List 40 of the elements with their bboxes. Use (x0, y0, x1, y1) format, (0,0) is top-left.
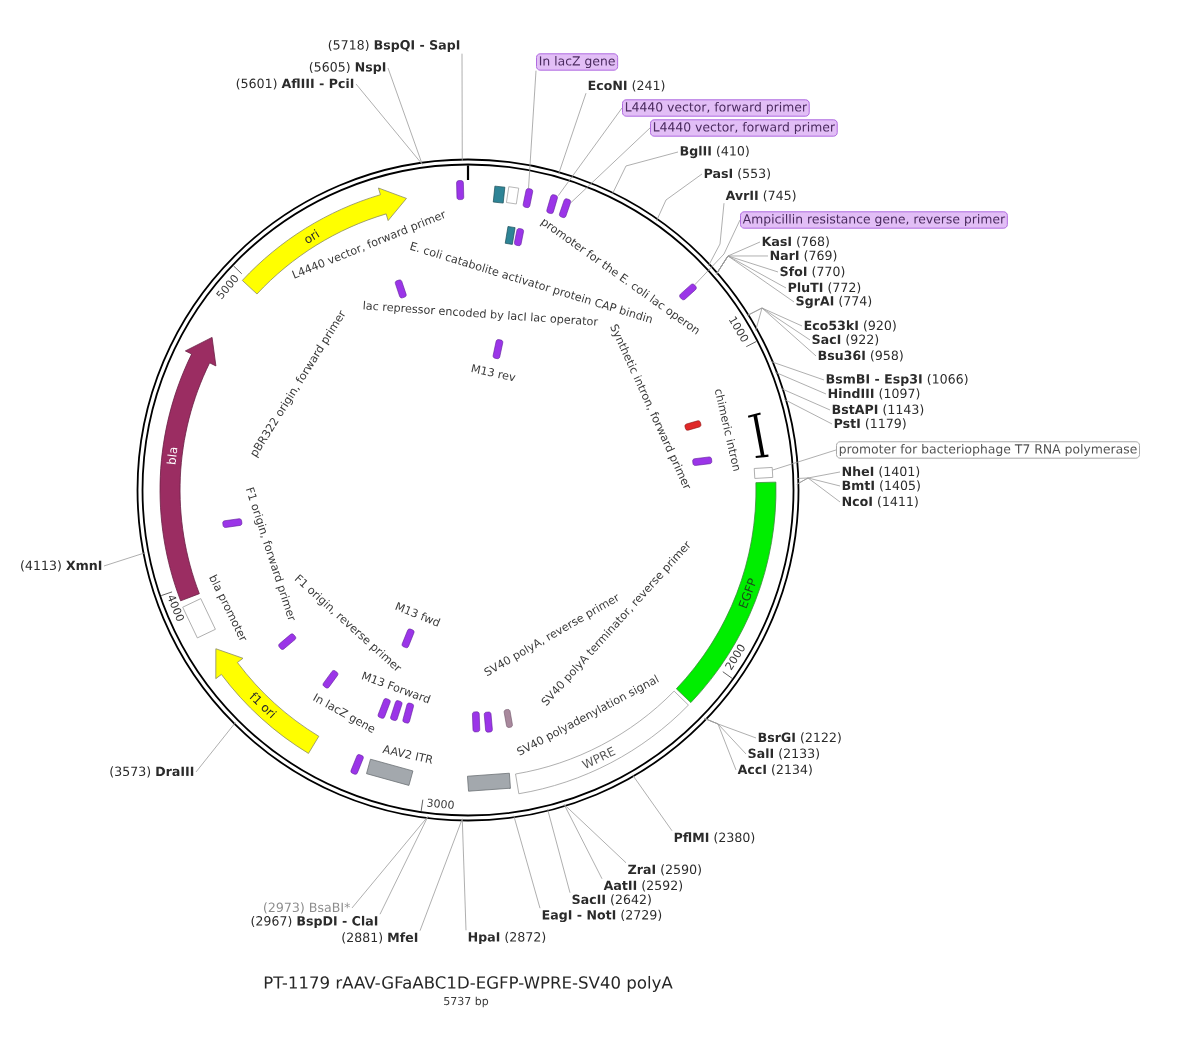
leader-line (547, 808, 571, 894)
leader-line (772, 449, 837, 471)
leader-line (780, 387, 831, 411)
leader-line (419, 818, 463, 932)
map-title: PT-1179 rAAV-GFaABC1D-EGFP-WPRE-SV40 polyA (264, 975, 673, 992)
feature-box (467, 772, 511, 792)
leader-line (770, 361, 825, 381)
leader-line (351, 816, 429, 909)
leader-line (103, 552, 146, 567)
primer-mark (559, 198, 571, 218)
leader-line (461, 53, 463, 162)
leader-line (704, 718, 737, 771)
leader-line (557, 107, 623, 197)
leader-line (387, 67, 423, 165)
leader-line (563, 804, 603, 880)
leader-line (783, 398, 833, 425)
primer-mark (679, 283, 697, 301)
leader-line (774, 371, 827, 395)
leader-line (558, 92, 587, 175)
leader-line (755, 307, 817, 357)
leader-line (570, 127, 651, 204)
primer-mark (522, 188, 533, 208)
leader-line (513, 815, 541, 909)
leader-line (694, 219, 741, 286)
leader-line (715, 255, 795, 303)
primer-mark (546, 194, 558, 214)
leader-line (656, 173, 703, 221)
leader-line (461, 818, 467, 931)
leader-line (528, 70, 537, 189)
leader-line (563, 804, 627, 864)
leader-line (379, 816, 429, 915)
feature-box (753, 467, 774, 479)
leader-line (746, 307, 811, 341)
leader-line (796, 471, 841, 479)
leader-line (632, 774, 673, 832)
leader-line (708, 202, 725, 267)
leader-line (195, 722, 236, 773)
leader-line (796, 477, 841, 503)
leader-line (355, 83, 423, 165)
leader-line (611, 151, 679, 195)
